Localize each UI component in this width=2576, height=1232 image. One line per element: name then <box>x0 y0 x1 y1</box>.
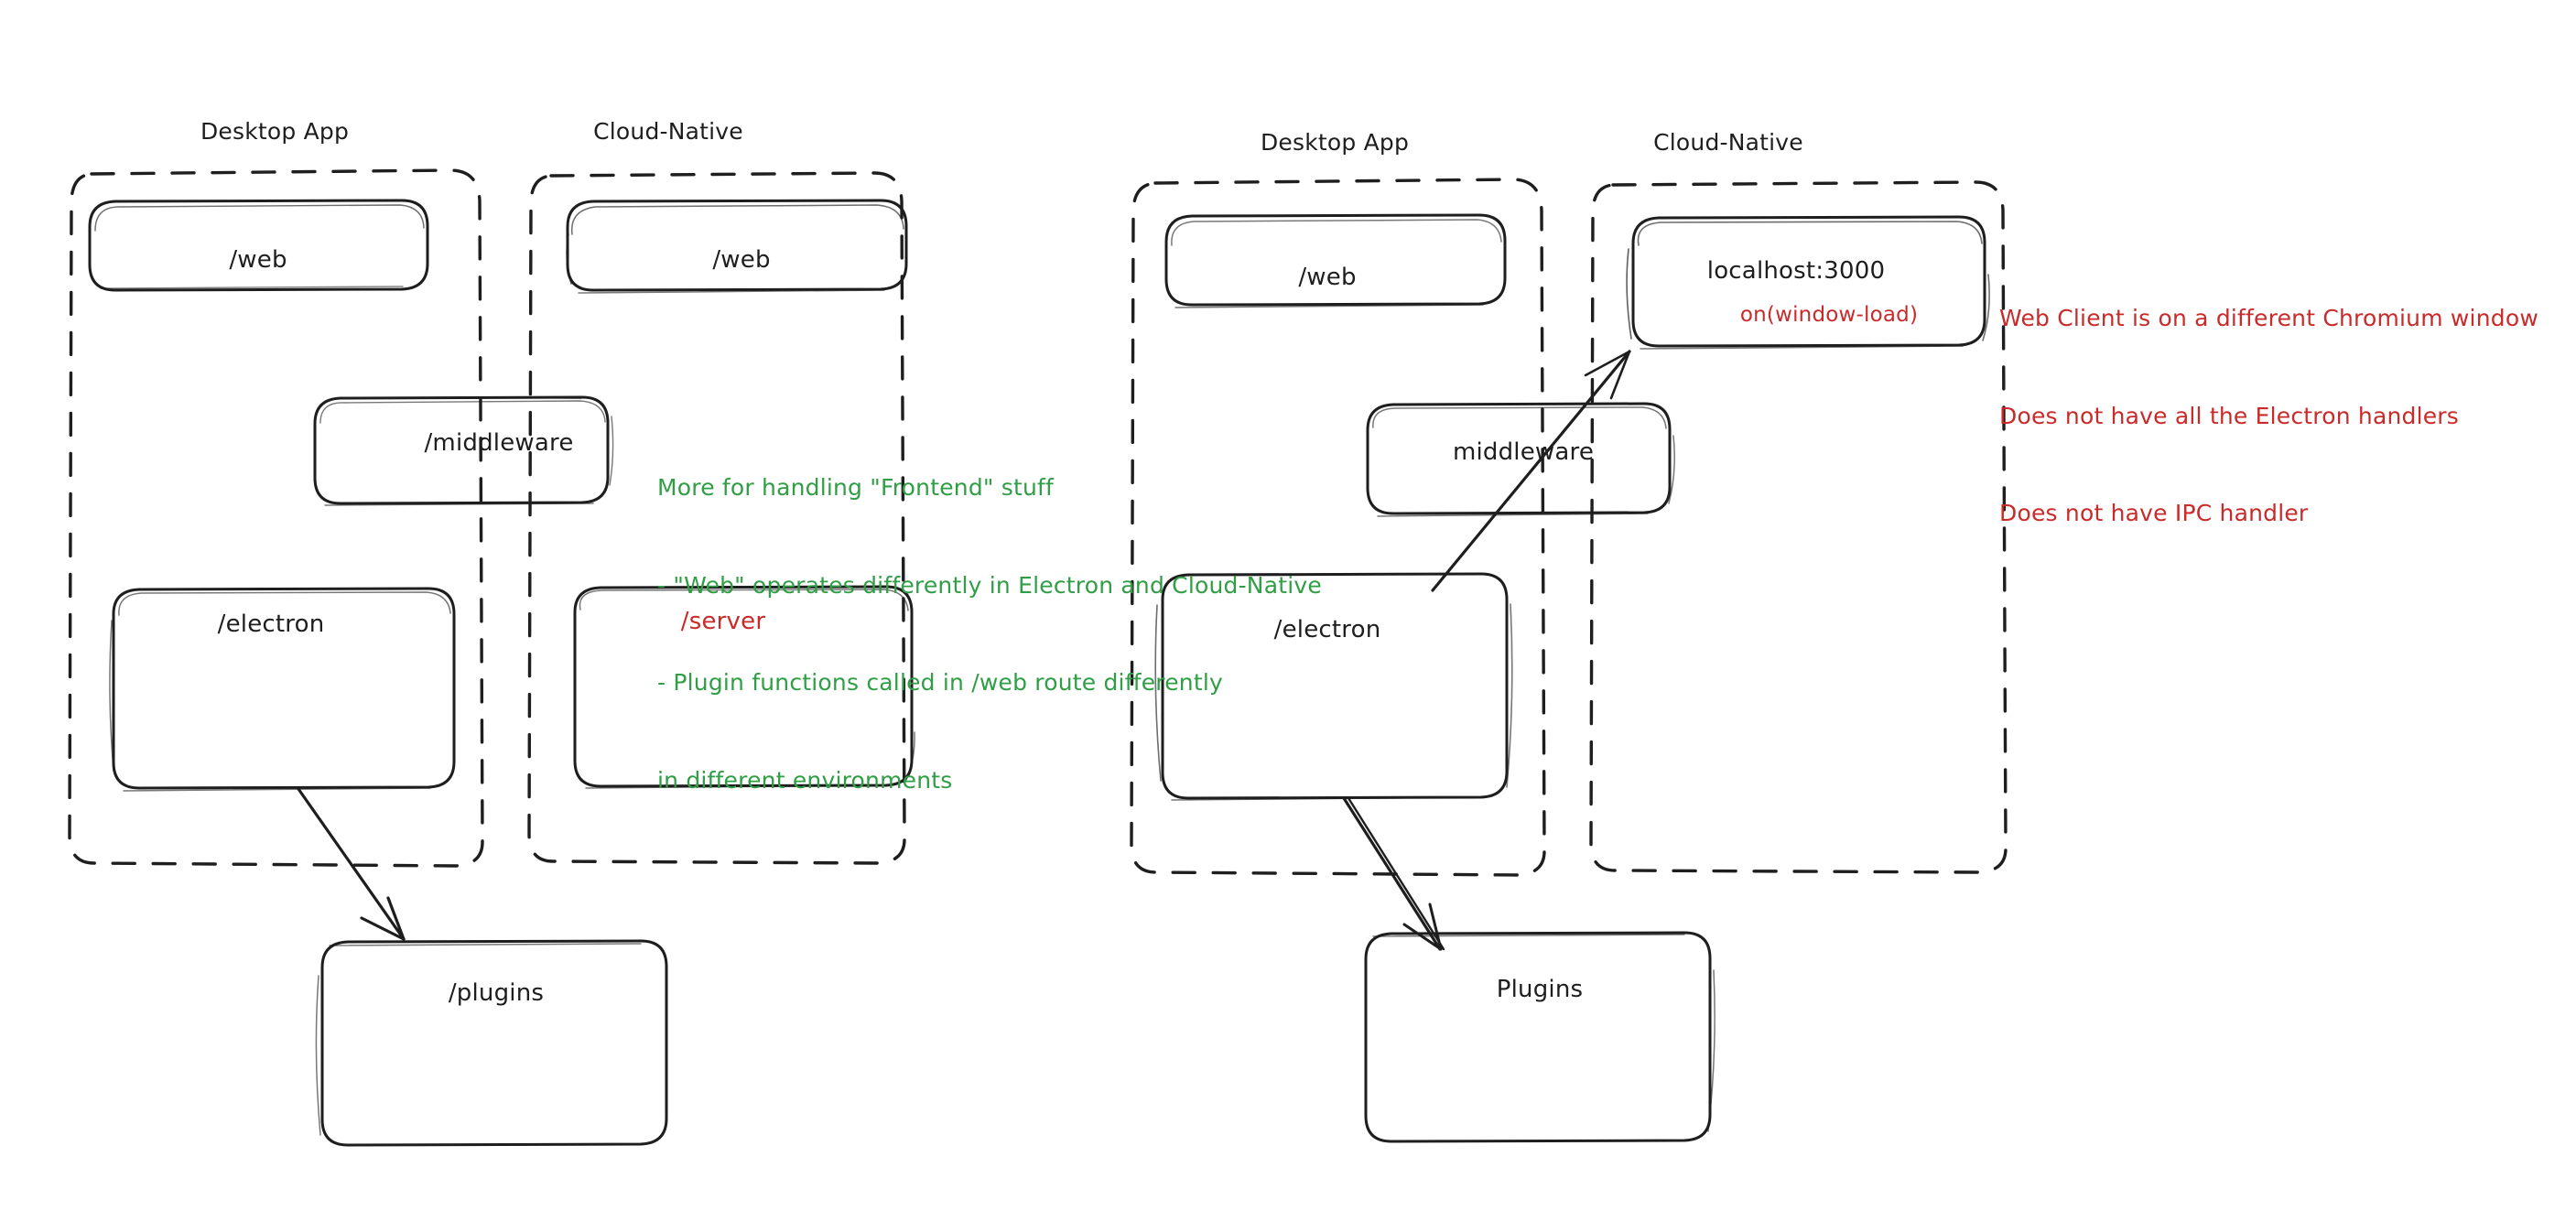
note-red-line-3: Does not have IPC handler <box>1999 500 2309 526</box>
node-label-left-cloud-web: /web <box>712 246 771 274</box>
note-green-frontend: More for handling "Frontend" stuff - "We… <box>657 406 1322 861</box>
group-border-left-cloud-native <box>527 171 906 865</box>
node-right-electron <box>1154 572 1513 801</box>
node-right-desktop-web <box>1164 213 1507 308</box>
node-left-server <box>573 585 915 789</box>
node-label-left-desktop-web: /web <box>229 246 287 274</box>
node-label-left-server: /server <box>680 608 766 635</box>
group-title-left-cloud-native: Cloud-Native <box>593 118 743 145</box>
node-label-right-plugins: Plugins <box>1496 976 1584 1003</box>
node-label-left-electron: /electron <box>217 611 325 638</box>
note-red-line-2: Does not have all the Electron handlers <box>1999 402 2460 429</box>
group-title-right-cloud-native: Cloud-Native <box>1653 129 1803 156</box>
group-border-right-desktop-app <box>1130 178 1546 877</box>
node-label-right-middleware: middleware <box>1452 438 1595 466</box>
node-left-plugins <box>315 939 668 1147</box>
node-right-localhost <box>1626 215 1990 350</box>
node-label-left-plugins: /plugins <box>448 979 545 1007</box>
note-green-line-2: - "Web" operates differently in Electron… <box>657 571 1322 599</box>
note-red-web-client: Web Client is on a different Chromium wi… <box>1999 237 2538 595</box>
arrow-right-electron-to-plugins <box>1342 796 1445 951</box>
node-label-left-middleware: /middleware <box>424 429 574 457</box>
group-title-left-desktop-app: Desktop App <box>200 118 350 145</box>
arrow-left-electron-to-plugins <box>297 787 406 941</box>
note-green-line-4: in different environments <box>657 766 953 794</box>
group-title-right-desktop-app: Desktop App <box>1260 129 1410 156</box>
node-right-plugins <box>1364 931 1716 1143</box>
group-border-left-desktop-app <box>68 168 484 868</box>
node-left-electron <box>109 587 456 792</box>
group-border-right-cloud-native <box>1589 180 2008 874</box>
node-sublabel-right-localhost-on-window-load: on(window-load) <box>1739 303 1919 327</box>
node-left-middleware <box>313 395 614 506</box>
node-left-cloud-web <box>566 199 908 294</box>
arrow-right-electron-to-localhost <box>1431 350 1631 592</box>
node-right-middleware <box>1366 402 1675 517</box>
note-green-line-3: - Plugin functions called in /web route … <box>657 669 1223 696</box>
node-label-right-electron: /electron <box>1273 616 1381 643</box>
node-label-right-localhost: localhost:3000 <box>1706 257 1886 285</box>
note-red-line-1: Web Client is on a different Chromium wi… <box>1999 305 2538 331</box>
node-left-desktop-web <box>88 199 429 292</box>
node-label-right-desktop-web: /web <box>1298 264 1357 291</box>
note-green-line-1: More for handling "Frontend" stuff <box>657 474 1055 501</box>
